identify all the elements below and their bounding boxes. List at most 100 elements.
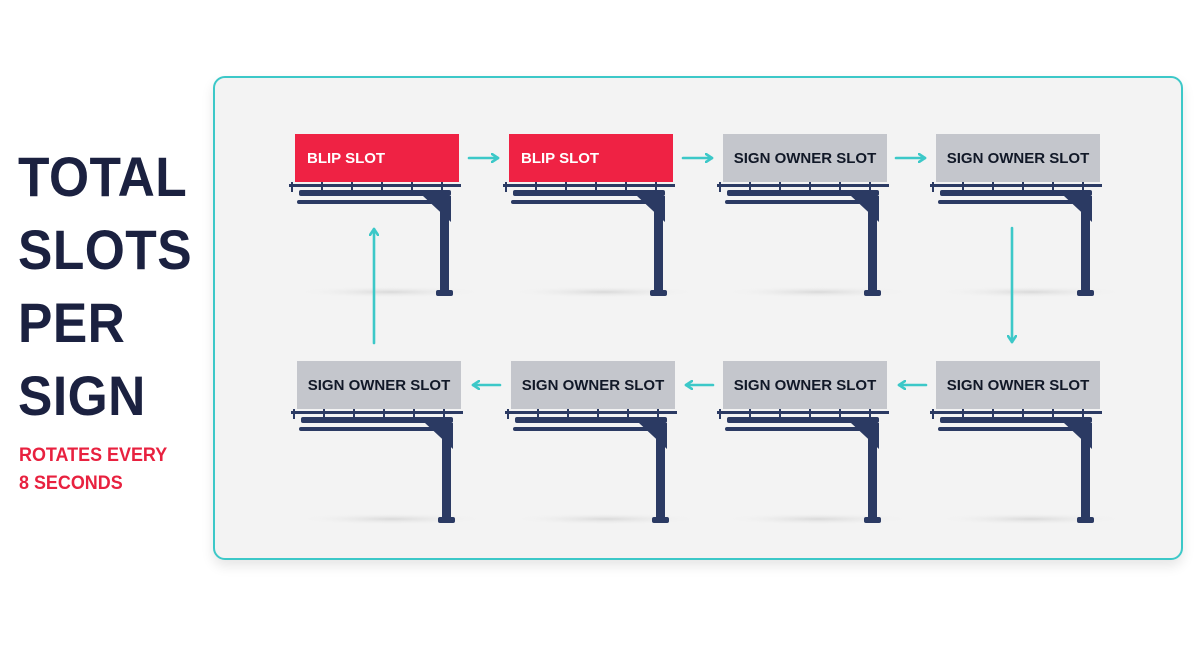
support-beam [513, 427, 663, 431]
pole [442, 423, 451, 523]
billboard-structure [930, 409, 1126, 525]
railing-post [655, 182, 657, 192]
railing-post [323, 409, 325, 419]
subheadline-line-2: 8 SECONDS [19, 472, 123, 494]
support-beam [299, 427, 449, 431]
pole-base [864, 517, 881, 523]
billboard-structure [717, 409, 913, 525]
subheadline-line-1: ROTATES EVERY [19, 444, 168, 466]
ground-shadow [297, 513, 487, 525]
railing-post [749, 182, 751, 192]
railing-post [932, 182, 934, 192]
pole-base [438, 517, 455, 523]
railing-post [627, 409, 629, 419]
support-beam [297, 200, 447, 204]
railing-post [321, 182, 323, 192]
support-beam [725, 427, 875, 431]
railing-post [1082, 409, 1084, 419]
railing-post [809, 409, 811, 419]
sign-owner-slot: SIGN OWNER SLOT [936, 361, 1100, 409]
sign-owner-slot: SIGN OWNER SLOT [511, 361, 675, 409]
headline-line-3: PER [18, 291, 126, 354]
railing-post [381, 182, 383, 192]
railing-post [1022, 182, 1024, 192]
blip-slot: BLIP SLOT [295, 134, 459, 182]
railing-post [839, 182, 841, 192]
sign-owner-slot: SIGN OWNER SLOT [723, 134, 887, 182]
railing-post [1052, 182, 1054, 192]
headline-line-2: SLOTS [18, 218, 193, 281]
railing-post [383, 409, 385, 419]
billboard-structure [503, 182, 699, 298]
pole-base [650, 290, 667, 296]
railing-post [1052, 409, 1054, 419]
railing-post [719, 409, 721, 419]
pole-base [1077, 517, 1094, 523]
blip-slot: BLIP SLOT [509, 134, 673, 182]
ground-shadow [295, 286, 485, 298]
catwalk-rail [930, 184, 1102, 187]
pole-base [864, 290, 881, 296]
railing-post [932, 409, 934, 419]
railing-post [657, 409, 659, 419]
pole [654, 196, 663, 296]
ground-shadow [936, 286, 1126, 298]
railing-post [625, 182, 627, 192]
billboard-structure [291, 409, 487, 525]
headline: TOTAL SLOTS PER SIGN [18, 140, 193, 432]
railing-post [962, 409, 964, 419]
railing-post [962, 182, 964, 192]
pole [1081, 423, 1090, 523]
railing-post [839, 409, 841, 419]
catwalk-rail [717, 184, 889, 187]
headline-line-4: SIGN [18, 364, 146, 427]
railing-post [505, 182, 507, 192]
catwalk-rail [503, 184, 675, 187]
support-beam [511, 200, 661, 204]
billboard-structure [717, 182, 913, 298]
ground-shadow [723, 513, 913, 525]
railing-post [869, 182, 871, 192]
railing-post [779, 409, 781, 419]
railing-post [869, 409, 871, 419]
ground-shadow [936, 513, 1126, 525]
pole-base [1077, 290, 1094, 296]
railing-post [749, 409, 751, 419]
railing-post [441, 182, 443, 192]
railing-post [809, 182, 811, 192]
sign-owner-slot: SIGN OWNER SLOT [936, 134, 1100, 182]
railing-post [293, 409, 295, 419]
support-beam [725, 200, 875, 204]
headline-line-1: TOTAL [18, 145, 188, 208]
railing-post [992, 409, 994, 419]
pole [868, 423, 877, 523]
sign-owner-slot: SIGN OWNER SLOT [297, 361, 461, 409]
catwalk-rail [291, 411, 463, 414]
railing-post [719, 182, 721, 192]
railing-post [411, 182, 413, 192]
railing-post [1022, 409, 1024, 419]
railing-post [779, 182, 781, 192]
pole-base [436, 290, 453, 296]
railing-post [291, 182, 293, 192]
sign-owner-slot: SIGN OWNER SLOT [723, 361, 887, 409]
billboard-structure [505, 409, 701, 525]
railing-post [595, 182, 597, 192]
railing-post [443, 409, 445, 419]
billboard-structure [930, 182, 1126, 298]
railing-post [597, 409, 599, 419]
support-beam [938, 427, 1088, 431]
pole-base [652, 517, 669, 523]
ground-shadow [723, 286, 913, 298]
railing-post [1082, 182, 1084, 192]
support-beam [938, 200, 1088, 204]
pole [868, 196, 877, 296]
pole [656, 423, 665, 523]
catwalk-rail [505, 411, 677, 414]
railing-post [565, 182, 567, 192]
catwalk-rail [930, 411, 1102, 414]
pole [440, 196, 449, 296]
ground-shadow [509, 286, 699, 298]
catwalk-rail [289, 184, 461, 187]
billboard-structure [289, 182, 485, 298]
